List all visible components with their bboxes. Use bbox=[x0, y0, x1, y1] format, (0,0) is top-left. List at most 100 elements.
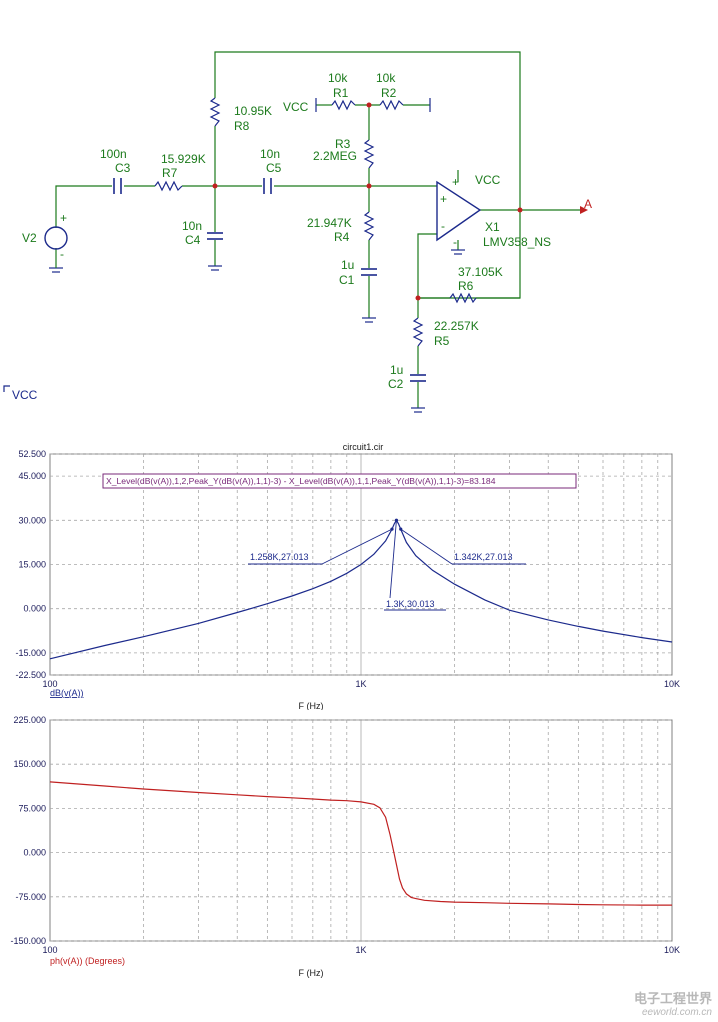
y-tick-label: 0.000 bbox=[23, 848, 46, 858]
y-axis-label: ph(v(A)) (Degrees) bbox=[50, 956, 125, 966]
wire-input bbox=[55, 185, 112, 228]
c2-capacitor bbox=[410, 374, 426, 382]
node-dot bbox=[366, 102, 372, 108]
series-line-magnitude bbox=[49, 519, 673, 660]
x-axis-label: F (Hz) bbox=[299, 701, 324, 710]
annotation-label: 1.258K,27.013 bbox=[250, 552, 309, 562]
c4-capacitor bbox=[207, 232, 223, 240]
c5-capacitor bbox=[263, 178, 272, 194]
r5-label: R5 bbox=[434, 334, 450, 348]
c2-value: 1u bbox=[390, 363, 403, 377]
svg-text:+: + bbox=[440, 192, 447, 206]
r4-value: 21.947K bbox=[307, 216, 352, 230]
c2-label: C2 bbox=[388, 377, 404, 391]
ground-symbol bbox=[362, 317, 376, 323]
ground-symbol bbox=[49, 267, 63, 273]
x1-label: X1 bbox=[485, 220, 500, 234]
measurement-formula: X_Level(dB(v(A)),1,2,Peak_Y(dB(v(A)),1,1… bbox=[106, 476, 496, 486]
r8-resistor bbox=[209, 97, 221, 127]
c4-label: C4 bbox=[185, 233, 201, 247]
r6-value: 37.105K bbox=[458, 265, 503, 279]
c4-value: 10n bbox=[182, 219, 202, 233]
point-annotation: 1.342K,27.013 bbox=[399, 527, 526, 565]
node-dot bbox=[366, 183, 372, 189]
r3-value: 2.2MEG bbox=[313, 149, 357, 163]
y-tick-label: 150.000 bbox=[13, 759, 46, 769]
r7-label: R7 bbox=[162, 166, 178, 180]
annotation-label: 1.3K,30.013 bbox=[386, 599, 435, 609]
y-tick-label: 225.000 bbox=[13, 715, 46, 725]
opamp-x1: + - + - bbox=[436, 175, 482, 249]
r4-resistor bbox=[363, 211, 375, 241]
ground-symbol bbox=[411, 407, 425, 413]
v2-label: V2 bbox=[22, 231, 37, 245]
r4-label: R4 bbox=[334, 230, 350, 244]
y-tick-label: 0.000 bbox=[23, 604, 46, 614]
node-dot bbox=[415, 295, 421, 301]
svg-text:-: - bbox=[453, 235, 457, 249]
c1-label: C1 bbox=[339, 273, 355, 287]
x-tick-label: 1K bbox=[355, 945, 366, 955]
vcc-label: VCC bbox=[283, 100, 309, 114]
y-tick-label: -75.000 bbox=[15, 892, 46, 902]
v2-source: + - bbox=[44, 211, 68, 261]
y-tick-label: 45.000 bbox=[18, 471, 46, 481]
x-tick-label: 10K bbox=[664, 679, 680, 689]
ground-symbol bbox=[208, 265, 222, 271]
r2-value: 10k bbox=[376, 71, 396, 85]
c1-value: 1u bbox=[341, 258, 354, 272]
r3-label: R3 bbox=[335, 137, 351, 151]
point-annotation: 1.258K,27.013 bbox=[248, 527, 394, 565]
y-tick-label: 52.500 bbox=[18, 449, 46, 459]
c1-capacitor bbox=[361, 268, 377, 276]
x-tick-label: 1K bbox=[355, 679, 366, 689]
x-tick-label: 10K bbox=[664, 945, 680, 955]
svg-text:+: + bbox=[452, 175, 459, 189]
r6-label: R6 bbox=[458, 279, 474, 293]
c3-label: C3 bbox=[115, 161, 131, 175]
r2-resistor bbox=[379, 99, 404, 111]
node-a-label: A bbox=[584, 197, 592, 211]
r6-resistor bbox=[449, 292, 477, 304]
point-annotation: 1.3K,30.013 bbox=[384, 518, 446, 611]
series-line-phase bbox=[49, 781, 672, 906]
x1-model: LMV358_NS bbox=[483, 235, 551, 249]
c3-capacitor bbox=[113, 178, 122, 194]
r3-resistor bbox=[363, 139, 375, 169]
c5-label: C5 bbox=[266, 161, 282, 175]
vcc-source-symbol bbox=[3, 385, 10, 392]
y-tick-label: -15.000 bbox=[15, 648, 46, 658]
measurement-box: X_Level(dB(v(A)),1,2,Peak_Y(dB(v(A)),1,1… bbox=[102, 473, 577, 489]
r8-value: 10.95K bbox=[234, 104, 272, 118]
r5-resistor bbox=[412, 317, 424, 347]
r7-resistor bbox=[154, 180, 183, 192]
x-tick-label: 100 bbox=[42, 945, 57, 955]
ground-symbol bbox=[451, 249, 465, 255]
r7-value: 15.929K bbox=[161, 152, 206, 166]
y-tick-label: -22.500 bbox=[15, 670, 46, 680]
watermark-url: eeworld.com.cn bbox=[641, 1007, 712, 1018]
grid bbox=[50, 453, 672, 676]
c3-value: 100n bbox=[100, 147, 127, 161]
svg-text:+: + bbox=[60, 211, 67, 225]
grid bbox=[50, 719, 672, 942]
vcc-source-label: VCC bbox=[12, 388, 38, 402]
r5-value: 22.257K bbox=[434, 319, 479, 333]
y-tick-label: 30.000 bbox=[18, 515, 46, 525]
y-tick-label: 15.000 bbox=[18, 560, 46, 570]
x-tick-label: 100 bbox=[42, 679, 57, 689]
chart-title: circuit1.cir bbox=[343, 442, 384, 452]
node-dot bbox=[212, 183, 218, 189]
node-dot bbox=[517, 207, 523, 213]
phase-plot: 225.000150.00075.0000.000-75.000-150.000… bbox=[10, 715, 680, 978]
watermark-text: 电子工程世界 bbox=[633, 991, 712, 1006]
vcc-opamp-label: VCC bbox=[475, 173, 501, 187]
svg-text:-: - bbox=[441, 219, 445, 233]
r2-label: R2 bbox=[381, 86, 397, 100]
y-tick-label: 75.000 bbox=[18, 803, 46, 813]
annotation-label: 1.342K,27.013 bbox=[454, 552, 513, 562]
y-axis-label: dB(v(A)) bbox=[50, 688, 84, 698]
watermark-logo: 电子工程世界 eeworld.com.cn bbox=[634, 988, 712, 1018]
x-axis-label: F (Hz) bbox=[299, 968, 324, 978]
r1-resistor bbox=[331, 99, 356, 111]
